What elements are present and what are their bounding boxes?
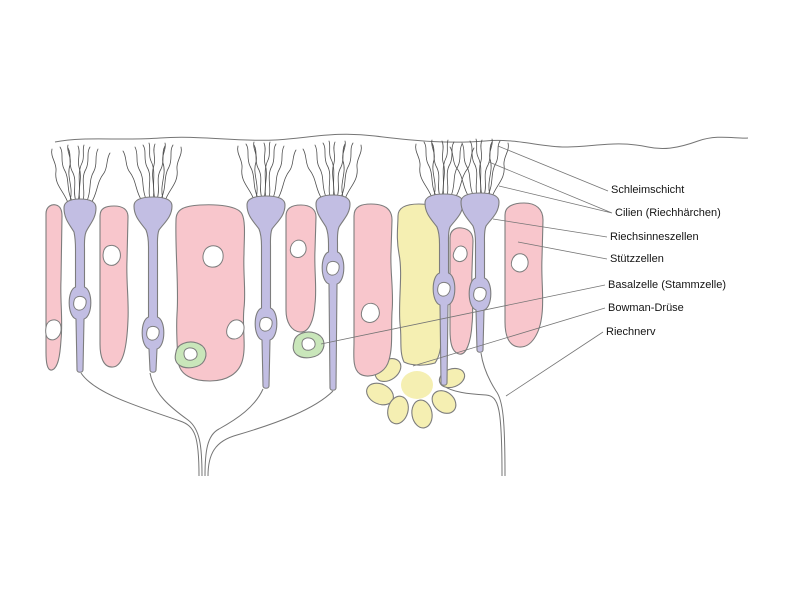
nerve-fibers	[80, 352, 506, 477]
nucleus	[73, 295, 87, 311]
label-riechsinneszellen: Riechsinneszellen	[610, 231, 699, 243]
receptor-neuron	[133, 196, 173, 373]
gland-lobe	[431, 390, 457, 414]
mucus-layer-line	[54, 133, 749, 150]
receptor-neurons	[63, 192, 500, 391]
supporting-cell	[285, 204, 317, 333]
leader-stuetzzellen	[517, 241, 608, 260]
label-stuetzzellen: Stützzellen	[610, 253, 664, 265]
leader-riechnerv	[505, 331, 604, 397]
gland-lobe	[387, 395, 409, 425]
basal-cells	[174, 331, 325, 369]
supporting-cell	[175, 204, 246, 382]
nucleus	[183, 347, 198, 361]
receptor-neuron	[315, 194, 351, 391]
axon-fiber	[204, 388, 264, 477]
nucleus	[437, 281, 451, 297]
gland-lobe	[411, 399, 433, 429]
label-basalzelle: Basalzelle (Stammzelle)	[608, 279, 726, 291]
cell-vacuole	[360, 302, 380, 323]
cilia-tuft	[449, 138, 509, 198]
cilia-tuft	[122, 142, 182, 202]
receptor-neuron	[460, 192, 500, 353]
nucleus	[326, 260, 340, 276]
label-riechnerv: Riechnerv	[606, 326, 656, 338]
nucleus	[146, 325, 160, 341]
cilia-tuft	[237, 141, 297, 201]
cilia-tufts	[51, 138, 509, 204]
axon-fiber	[443, 385, 503, 477]
supporting-cell	[99, 205, 129, 368]
cilia-tuft	[302, 140, 362, 200]
supporting-cell	[45, 204, 63, 371]
leader-bowman	[412, 307, 606, 367]
cell-vacuole	[510, 253, 529, 273]
label-schleimschicht: Schleimschicht	[611, 184, 685, 196]
supporting-cells	[45, 202, 544, 382]
bowman-gland	[366, 203, 466, 429]
supporting-cell	[504, 202, 544, 348]
cilia-tuft	[51, 144, 111, 204]
axon-fiber	[149, 372, 203, 477]
leader-basalzelle	[320, 284, 606, 345]
axon-fiber	[480, 352, 506, 477]
receptor-neuron	[63, 198, 97, 373]
axon-fiber	[80, 372, 200, 477]
cell-vacuole	[226, 319, 245, 340]
leader-riechsinneszellen	[492, 218, 608, 238]
gland-center	[401, 371, 433, 399]
label-cilien: Cilien (Riechhärchen)	[615, 207, 721, 219]
leader-lines	[320, 145, 613, 397]
axon-fiber	[207, 390, 334, 477]
cell-vacuole	[102, 244, 121, 266]
supporting-cell	[353, 203, 394, 377]
cell-vacuole	[202, 245, 224, 268]
label-bowman: Bowman-Drüse	[608, 302, 684, 314]
cell-vacuole	[289, 239, 307, 258]
cell-vacuole	[45, 319, 62, 341]
cell-vacuole	[452, 245, 468, 262]
leader-schleimschicht	[497, 145, 609, 192]
leader-cilien	[488, 161, 613, 214]
nucleus	[259, 316, 273, 332]
nucleus	[473, 286, 487, 302]
receptor-neuron	[246, 195, 286, 389]
nucleus	[301, 337, 316, 351]
